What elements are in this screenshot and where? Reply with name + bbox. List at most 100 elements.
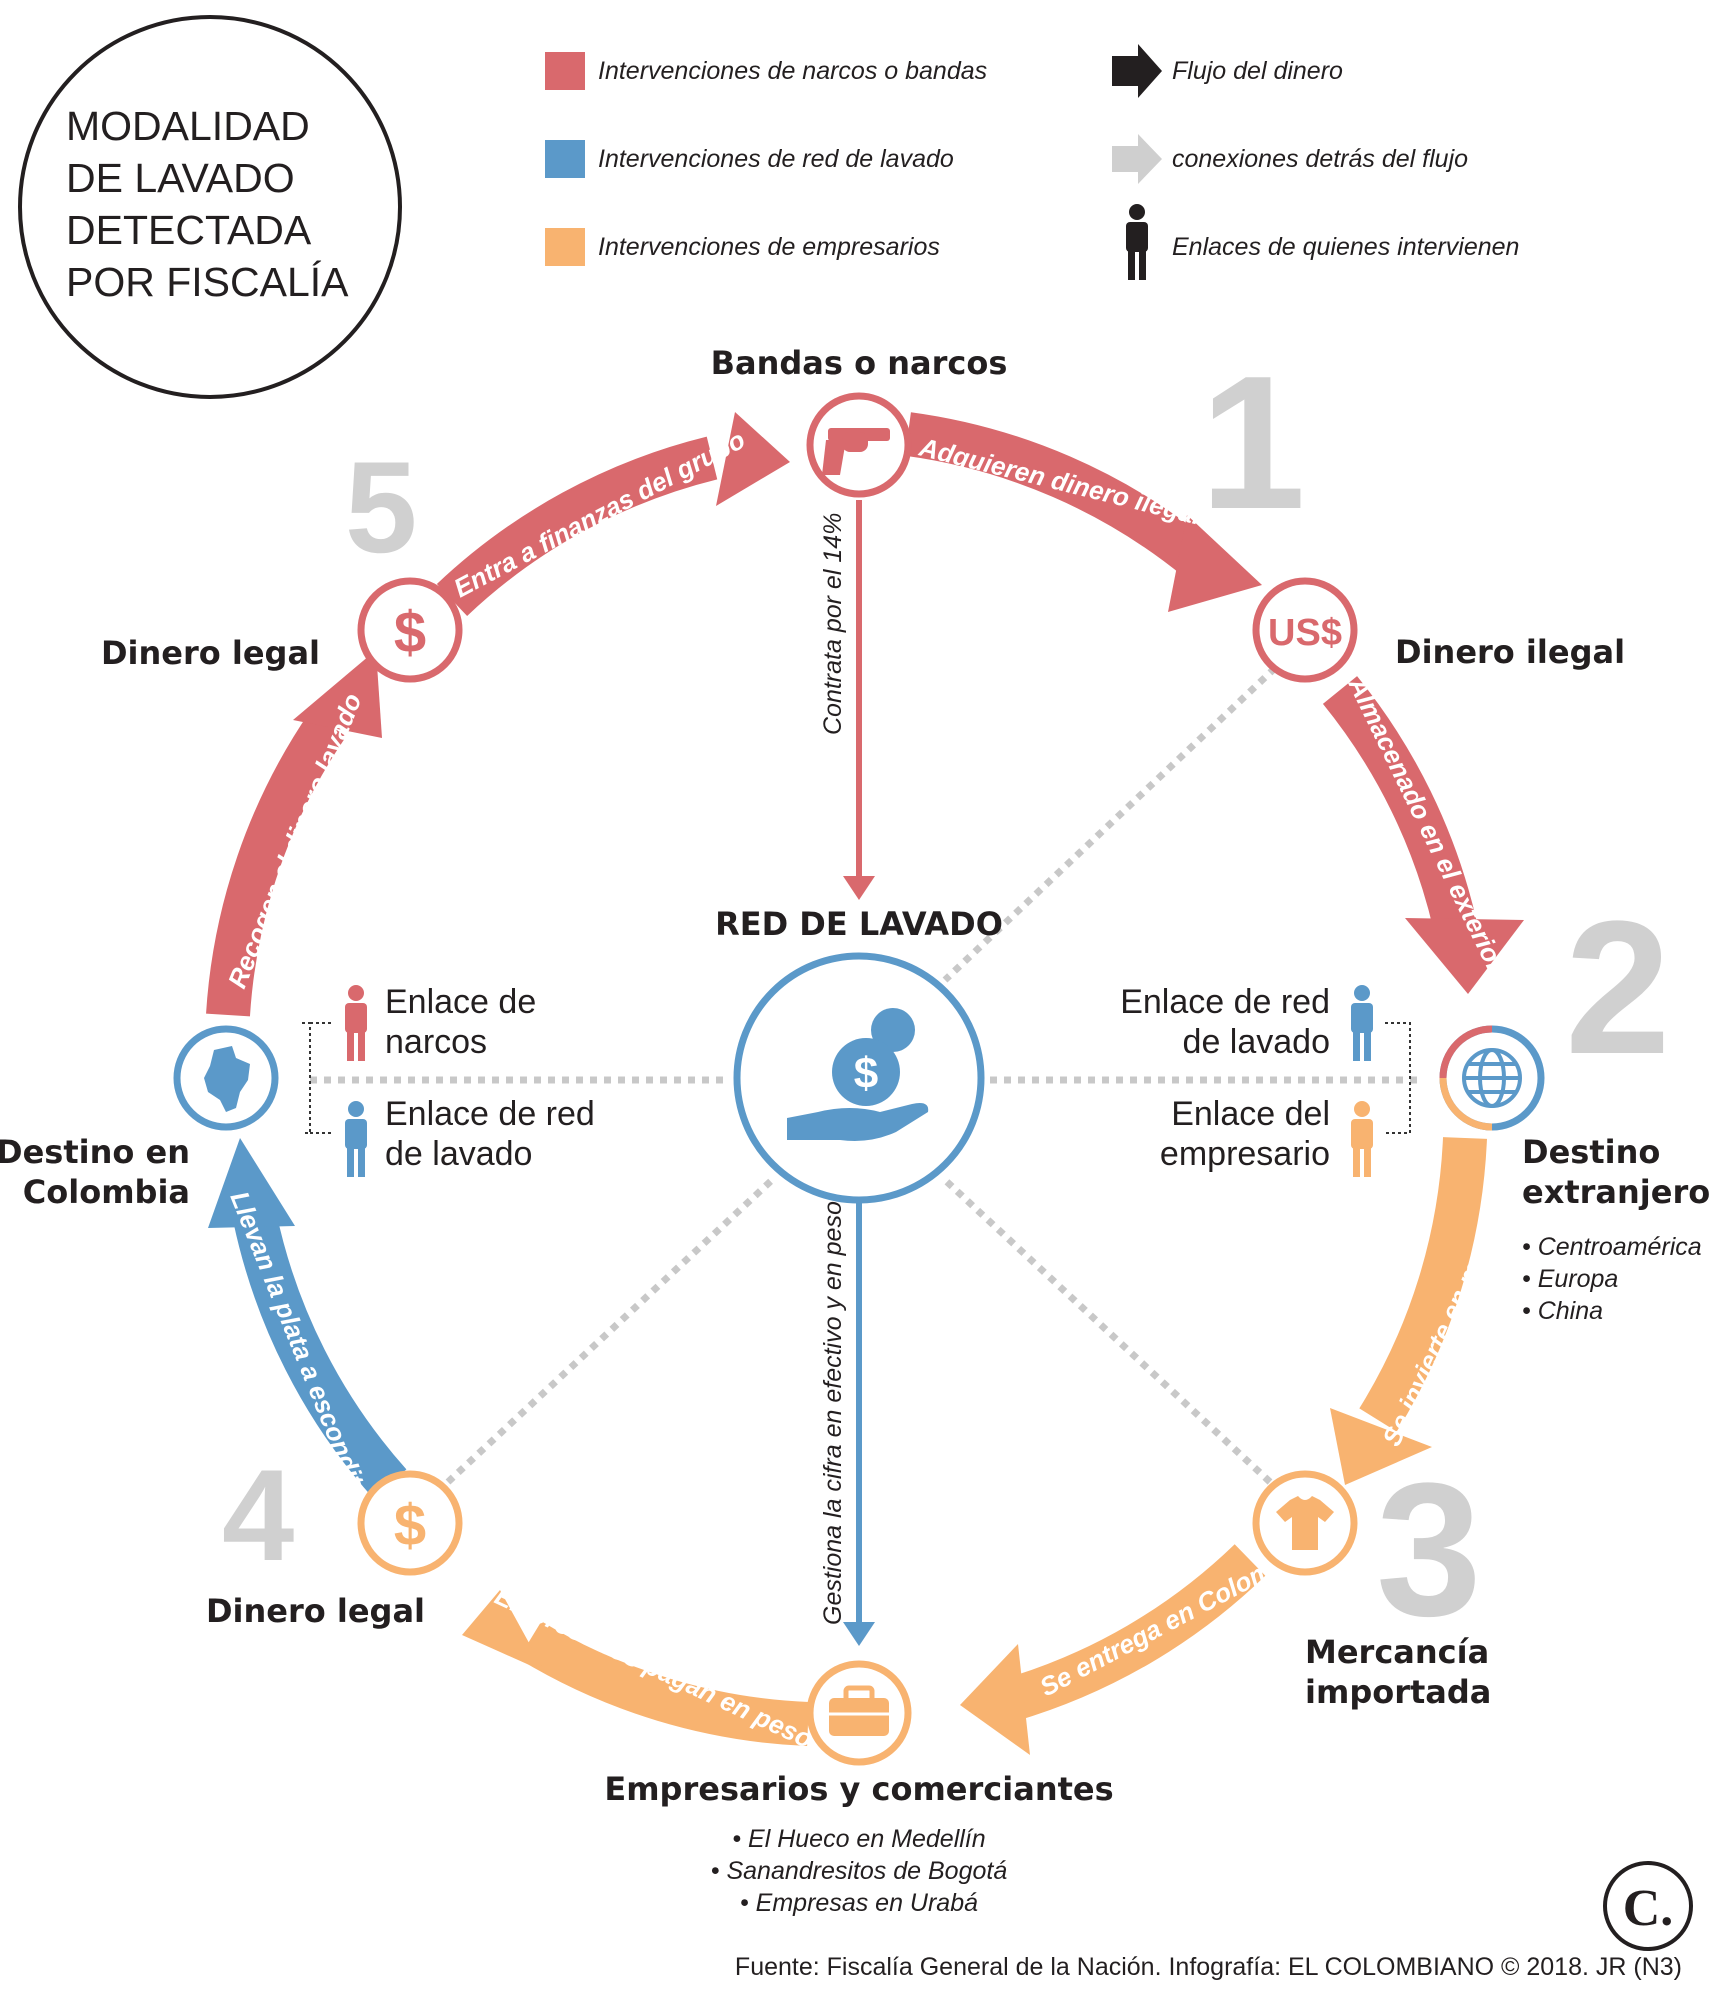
step-number-5: 5 (345, 434, 417, 580)
arrowhead-8 (716, 412, 790, 506)
empresarios-item-3: • Empresas en Urabá (740, 1889, 978, 1917)
label-destino-colombia-1: Destino en (0, 1133, 190, 1171)
empresarios-item-2: • Sanandresitos de Bogotá (711, 1857, 1008, 1885)
node-dinero-legal-5: $ (357, 577, 463, 683)
link-right-red-1: Enlace de red (1120, 983, 1330, 1021)
arrow-band-a8 (436, 436, 718, 617)
hand-coins-icon: $ (787, 1008, 929, 1141)
links-right: Enlace de red de lavado Enlace del empre… (1120, 983, 1411, 1177)
link-right-red-2: de lavado (1183, 1023, 1330, 1061)
colombia-map-icon (204, 1046, 250, 1112)
link-left-red-1: Enlace de red (385, 1095, 595, 1133)
step-number-2: 2 (1565, 882, 1671, 1094)
link-left-narcos-2: narcos (385, 1023, 487, 1061)
tshirt-icon (1276, 1496, 1334, 1550)
legend-connections-label: conexiones detrás del flujo (1172, 145, 1468, 173)
label-red-lavado: RED DE LAVADO (715, 905, 1003, 943)
arrowhead-2 (1405, 918, 1524, 994)
title-line-2: DE LAVADO (66, 155, 295, 201)
label-destino-extranjero-2: extranjero (1522, 1173, 1710, 1211)
node-empresarios (806, 1660, 912, 1766)
sub-lists: • Centroamérica • Europa • China • El Hu… (711, 1233, 1702, 1917)
arrowhead-6 (208, 1138, 295, 1228)
arrow-band-a3 (1359, 1136, 1487, 1432)
revolver-icon (822, 428, 890, 475)
arrow-heads (208, 412, 1524, 1755)
briefcase-icon (829, 1685, 889, 1736)
v-top-label: Contrata por el 14% (819, 513, 847, 735)
label-empresarios: Empresarios y comerciantes (604, 1770, 1113, 1808)
title-line-3: DETECTADA (66, 207, 312, 253)
label-dinero-legal-5: Dinero legal (101, 634, 320, 672)
person-icon (1126, 204, 1148, 280)
flow-ring (206, 412, 1487, 1746)
flow-arrow-icon (1112, 44, 1162, 98)
node-dinero-legal-4: $ (357, 1470, 463, 1576)
title-block: MODALIDAD DE LAVADO DETECTADA POR FISCAL… (18, 15, 402, 399)
legend-blue-label: Intervenciones de red de lavado (598, 145, 954, 173)
arrowhead-5 (462, 1590, 545, 1672)
person-icon (345, 985, 367, 1061)
arrowhead-7 (293, 650, 382, 738)
arrowhead-gestiona (843, 1622, 875, 1646)
person-icon (345, 1101, 367, 1177)
legend-flow-label: Flujo del dinero (1172, 57, 1343, 85)
node-destino-extranjero (1439, 1025, 1545, 1131)
links-left: Enlace de narcos Enlace de red de lavado (302, 983, 595, 1177)
dollar-icon: $ (854, 1049, 878, 1098)
node-labels: Bandas o narcos Dinero ilegal Destino ex… (0, 344, 1710, 1808)
link-left-red-2: de lavado (385, 1135, 532, 1173)
legend-swatch-blue (545, 140, 585, 178)
connection-arrow-icon (1112, 134, 1162, 184)
dollar-icon: $ (394, 1493, 426, 1558)
step-numbers: 1 2 3 4 5 (222, 337, 1671, 1656)
label-destino-colombia-2: Colombia (23, 1173, 190, 1211)
arrow-label-a1: Adquieren dinero ilegal (916, 431, 1205, 530)
node-destino-colombia (173, 1025, 279, 1131)
node-dinero-ilegal: US$ (1252, 577, 1358, 683)
legend-links-label: Enlaces de quienes intervienen (1172, 233, 1519, 261)
arrowhead-1 (1168, 515, 1262, 612)
step-number-1: 1 (1200, 337, 1306, 549)
step-number-3: 3 (1376, 1444, 1482, 1656)
arrow-label-a4: Se entrega en Colombia (1035, 1537, 1311, 1703)
logo-text: C. (1623, 1880, 1674, 1937)
legend: Intervenciones de narcos o bandas Interv… (545, 44, 1519, 280)
link-left-narcos-1: Enlace de (385, 983, 536, 1021)
label-dinero-ilegal: Dinero ilegal (1395, 633, 1625, 671)
usd-icon: US$ (1268, 612, 1342, 654)
logo: C. (1603, 1861, 1693, 1951)
v-bottom-label: Gestiona la cifra en efectivo y en pesos (819, 1189, 847, 1625)
arrow-band-a4 (1003, 1544, 1266, 1722)
title-line-1: MODALIDAD (66, 103, 310, 149)
arrowhead-3 (1330, 1408, 1432, 1485)
title-line-4: POR FISCALÍA (66, 259, 349, 305)
label-mercancia-2: importada (1305, 1673, 1491, 1711)
arrowhead-contrata (843, 876, 875, 900)
link-right-empresario-1: Enlace del (1171, 1095, 1330, 1133)
node-red-lavado: $ (733, 952, 985, 1204)
arrow-band-a2 (1322, 676, 1477, 931)
label-destino-extranjero-1: Destino (1522, 1133, 1660, 1171)
label-dinero-legal-4: Dinero legal (206, 1592, 425, 1630)
label-bandas: Bandas o narcos (711, 344, 1008, 382)
arrow-band-a6 (233, 1213, 407, 1499)
node-bandas (806, 392, 912, 498)
link-right-empresario-2: empresario (1160, 1135, 1330, 1173)
node-mercancia (1252, 1470, 1358, 1576)
arrow-band-a5 (518, 1621, 809, 1746)
arrow-band-a1 (905, 412, 1212, 578)
person-icon (1351, 1101, 1373, 1177)
arrowhead-4 (960, 1644, 1030, 1755)
legend-swatch-orange (545, 228, 585, 266)
legend-red-label: Intervenciones de narcos o bandas (598, 57, 987, 85)
vertical-flows: Contrata por el 14% Gestiona la cifra en… (819, 500, 875, 1646)
dotted-connections (310, 665, 1420, 1485)
legend-swatch-red (545, 52, 585, 90)
person-icon (1351, 985, 1373, 1061)
legend-orange-label: Intervenciones de empresarios (598, 233, 940, 261)
step-number-4: 4 (222, 1442, 294, 1588)
dollar-icon: $ (394, 600, 426, 665)
